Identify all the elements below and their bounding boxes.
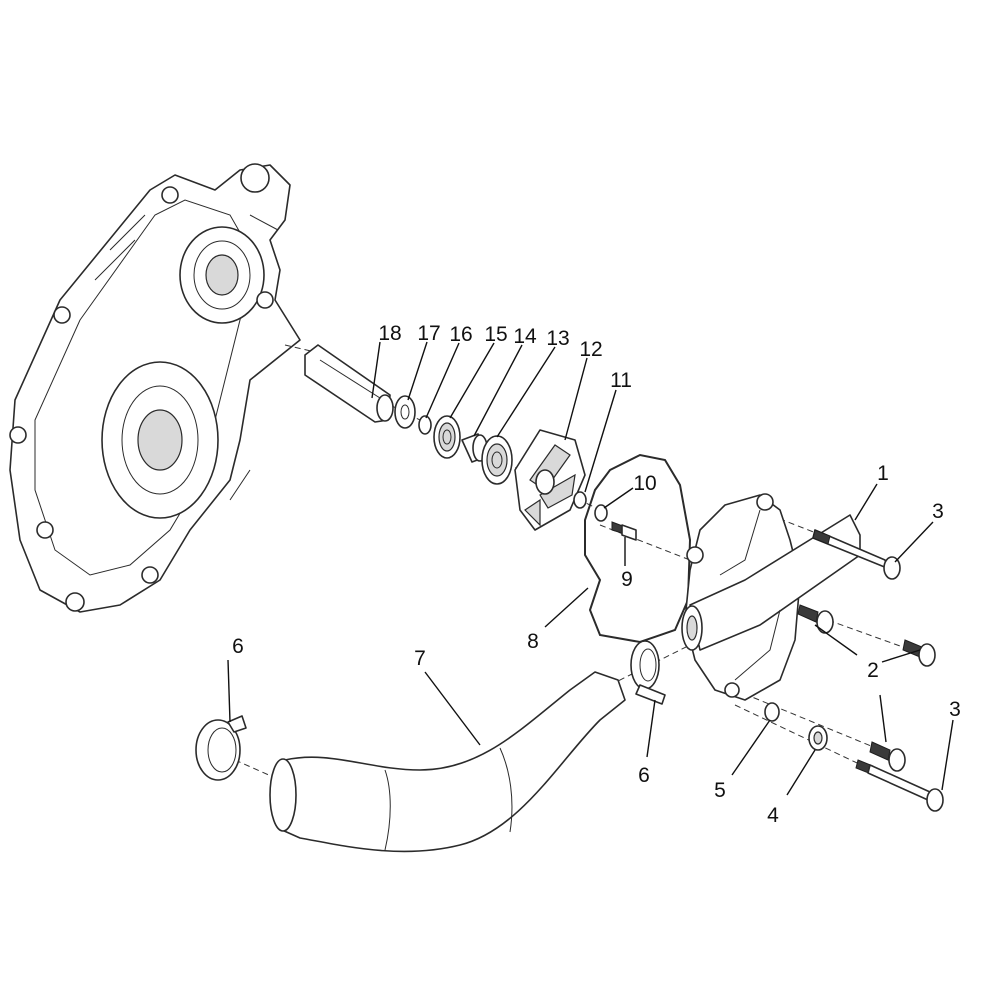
bolt-2-left: [797, 604, 834, 634]
bearing-15: [433, 415, 461, 459]
callout-4: 4: [767, 804, 779, 827]
nut-4: [808, 725, 828, 751]
callout-5: 5: [714, 779, 726, 802]
callout-3-upper: 3: [932, 500, 944, 523]
callout-1: 1: [877, 462, 889, 485]
washer-5: [764, 702, 780, 722]
callout-17: 17: [417, 322, 440, 345]
callout-8: 8: [527, 630, 539, 653]
washer-10: [594, 504, 608, 522]
callout-11: 11: [610, 369, 632, 392]
callout-2: 2: [867, 659, 879, 682]
coolant-hose-7: [269, 671, 626, 853]
bolt-9: [611, 521, 637, 541]
callout-6-right: 6: [638, 764, 650, 787]
leader-lines: [227, 341, 954, 796]
hose-clamp-6-left: [195, 715, 247, 781]
engine-cover: [9, 163, 301, 613]
o-ring-11: [573, 491, 587, 509]
callout-15: 15: [484, 323, 507, 346]
callout-13: 13: [546, 327, 569, 350]
bearing-13: [481, 435, 513, 485]
bolt-3-lower: [855, 759, 944, 812]
callout-3-lower: 3: [949, 698, 961, 721]
callout-10: 10: [633, 472, 656, 495]
callout-16: 16: [449, 323, 472, 346]
callout-6-left: 6: [232, 635, 244, 658]
ring-16: [418, 415, 432, 435]
callout-7: 7: [414, 647, 426, 670]
pump-housing-1: [681, 493, 861, 701]
callout-labels: 1 2 3 3 4 5 6 6 7 8 9 10 11 12 13 14 15 …: [232, 322, 961, 827]
hose-clamp-6-right: [630, 640, 666, 705]
impeller-12: [514, 429, 586, 531]
callout-12: 12: [579, 338, 602, 361]
callout-14: 14: [513, 325, 537, 348]
callout-18: 18: [378, 322, 401, 345]
bolt-2-right: [902, 639, 936, 667]
washer-17: [394, 395, 416, 429]
pump-shaft: [304, 344, 394, 423]
bolt-2-lower: [869, 741, 906, 772]
bolt-3-upper: [812, 529, 901, 580]
callout-9: 9: [621, 568, 633, 591]
